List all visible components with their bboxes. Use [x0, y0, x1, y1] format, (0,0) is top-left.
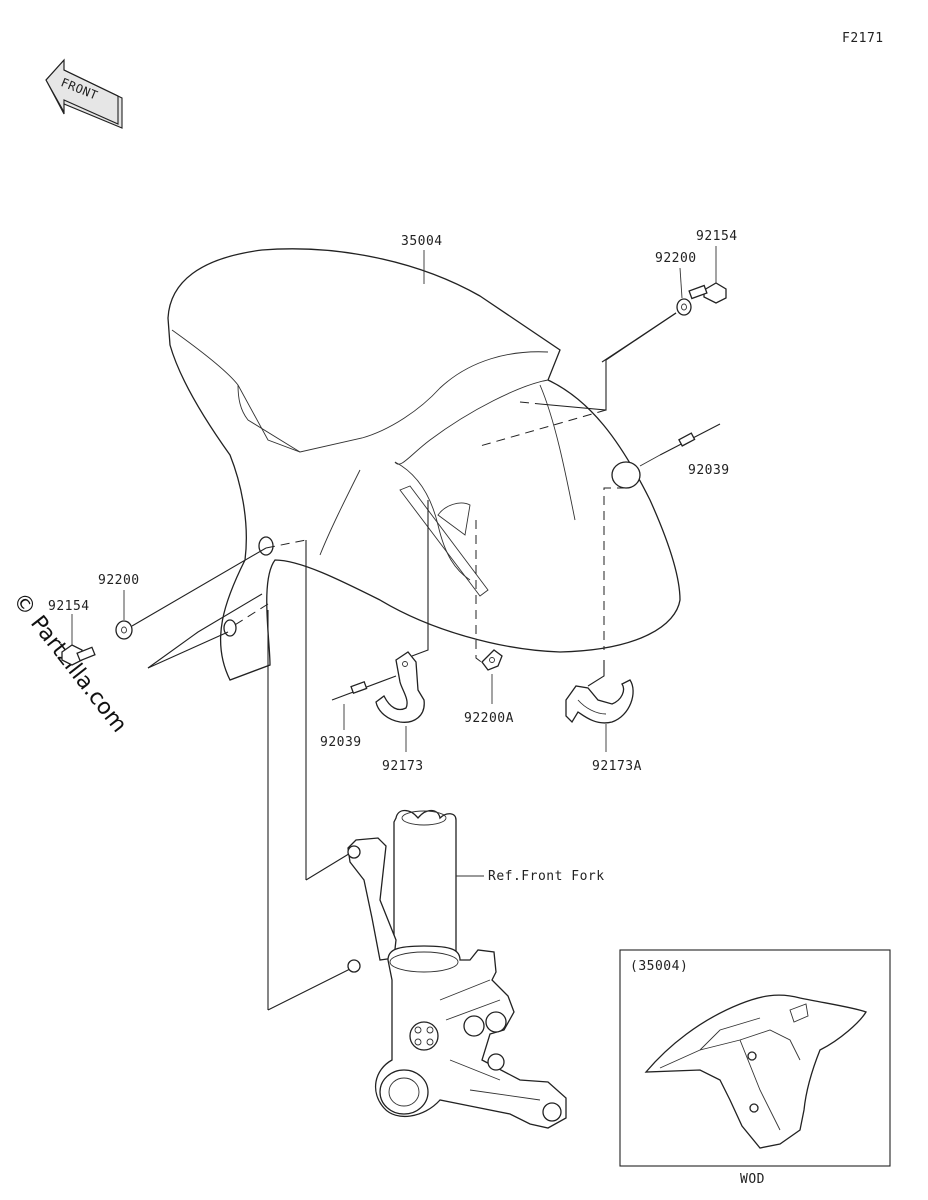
fender-mount-hole: [258, 536, 274, 556]
label-35004: 35004: [401, 234, 443, 249]
figure-code: F2171: [842, 31, 884, 46]
front-fork: [347, 809, 567, 1129]
washer-right-icon: [676, 298, 692, 316]
pin-right-icon: [659, 423, 721, 456]
inset-box: (35004) WOD: [619, 949, 891, 1187]
label-92154-left: 92154: [48, 599, 90, 614]
label-92039-left: 92039: [320, 735, 362, 750]
inset-title: (35004): [630, 959, 688, 974]
front-fender: [167, 248, 681, 681]
washer-left-icon: [115, 620, 133, 640]
label-92154-right: 92154: [696, 229, 738, 244]
label-92173A: 92173A: [592, 759, 642, 774]
clamp-left-icon: [375, 651, 425, 723]
bolt-left-icon: [61, 644, 96, 666]
label-92200-left: 92200: [98, 573, 140, 588]
label-92200A: 92200A: [464, 711, 514, 726]
washer-small-icon: [481, 649, 503, 671]
inset-caption: WOD: [740, 1172, 765, 1187]
front-arrow-icon: FRONT: [45, 58, 123, 129]
bolt-right-icon: [688, 282, 727, 304]
label-92039-right: 92039: [688, 463, 730, 478]
fender-mount-hole: [223, 619, 237, 637]
label-fork-ref: Ref.Front Fork: [488, 869, 605, 884]
label-92200-right: 92200: [655, 251, 697, 266]
pin-left-icon: [331, 675, 397, 701]
fender-grommet: [611, 461, 641, 489]
label-92173: 92173: [382, 759, 424, 774]
clamp-right-icon: [565, 679, 634, 724]
